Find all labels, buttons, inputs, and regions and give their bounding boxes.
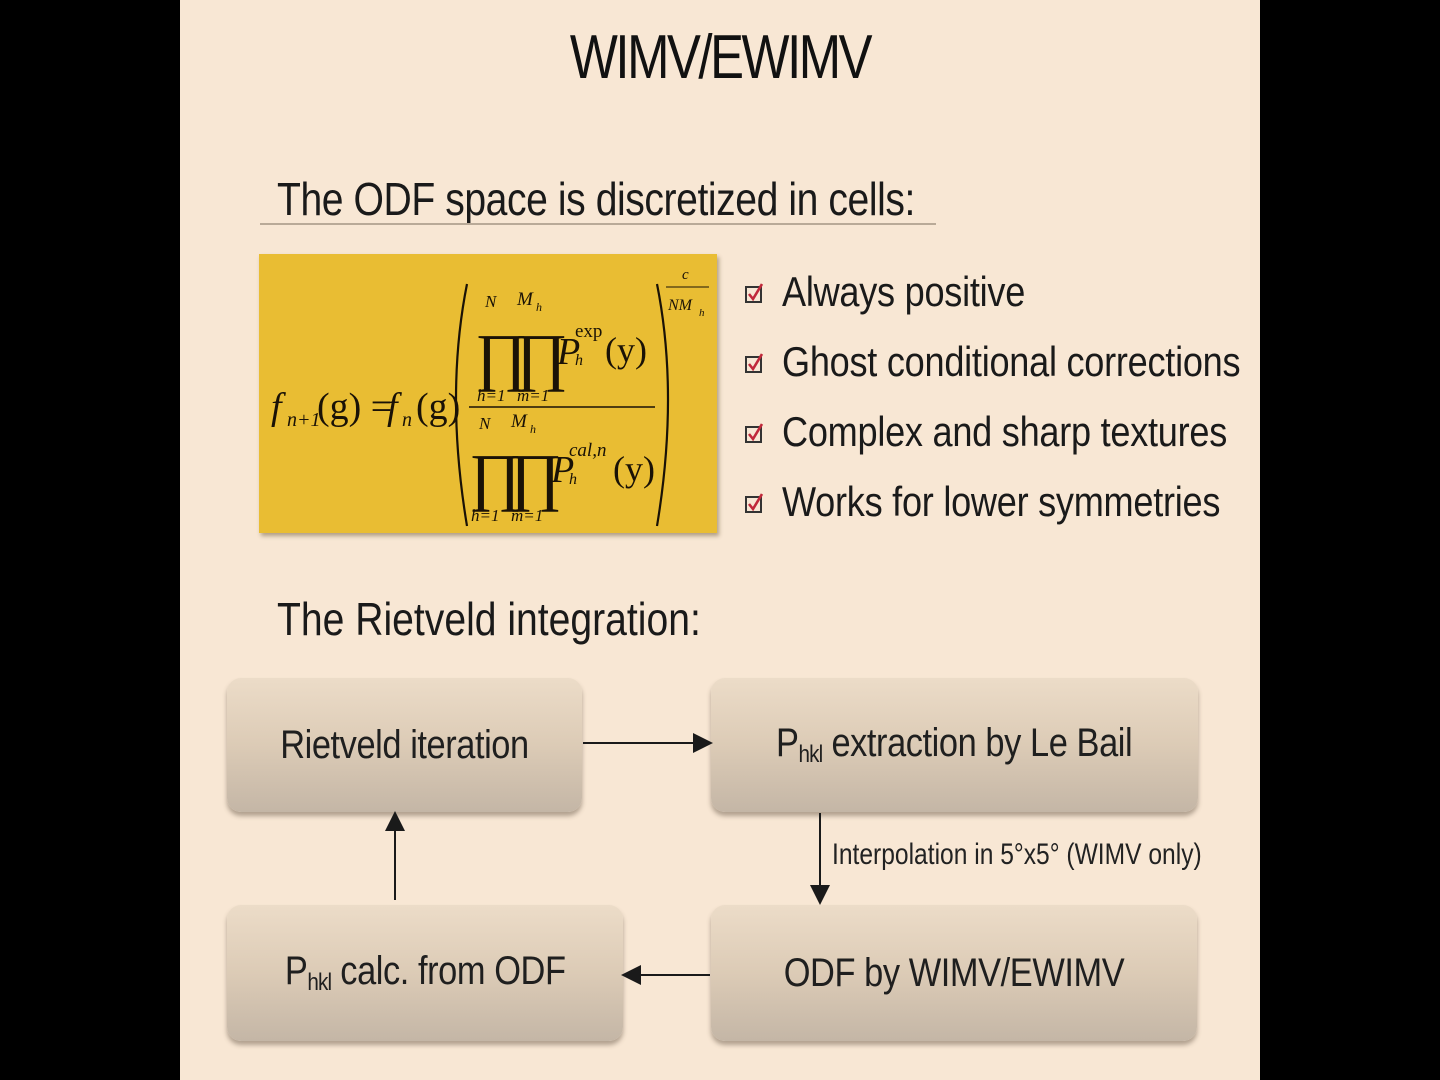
node-label-text: extraction by Le Bail bbox=[822, 721, 1133, 765]
den-upper-m-sub: h bbox=[530, 422, 536, 436]
node-label-prefix: P bbox=[284, 949, 308, 993]
node-label-prefix: P bbox=[776, 721, 799, 765]
exponent-numerator: c bbox=[682, 267, 689, 283]
den-product-h: ∏ bbox=[469, 441, 522, 512]
den-upper-n: N bbox=[478, 414, 492, 433]
slide: WIMV/EWIMV The ODF space is discretized … bbox=[180, 0, 1260, 1080]
wimv-formula: f n+1 (g) = f n (g) N M h ∏ ∏ h=1 m=1 P … bbox=[271, 267, 709, 527]
node-phkl-calc: Phkl calc. from ODF bbox=[227, 905, 623, 1041]
formula-lhs-arg: (g) = bbox=[317, 386, 392, 428]
section-heading-rietveld: The Rietveld integration: bbox=[277, 593, 701, 645]
node-rietveld-iteration: Rietveld iteration bbox=[227, 678, 582, 812]
node-label: Phkl extraction by Le Bail bbox=[776, 721, 1133, 769]
list-item: Complex and sharp textures bbox=[745, 402, 1299, 462]
list-item: Works for lower symmetries bbox=[745, 472, 1292, 532]
section-heading-odf-space: The ODF space is discretized in cells: bbox=[277, 173, 915, 225]
num-p-sub: h bbox=[575, 352, 583, 369]
node-label-subscript: hkl bbox=[307, 969, 332, 996]
node-label: Rietveld iteration bbox=[280, 722, 529, 767]
den-lower-m: m=1 bbox=[511, 506, 543, 525]
checkbox-checked-icon bbox=[745, 282, 764, 303]
num-upper-m-sub: h bbox=[536, 300, 542, 314]
num-upper-n: N bbox=[484, 292, 498, 311]
node-phkl-extraction: Phkl extraction by Le Bail bbox=[711, 678, 1198, 812]
formula-rhs-sub: n bbox=[402, 409, 412, 431]
num-product-m: ∏ bbox=[515, 321, 568, 392]
list-item: Always positive bbox=[745, 262, 1065, 322]
list-item: Ghost conditional corrections bbox=[745, 332, 1315, 392]
checkbox-checked-icon bbox=[745, 492, 764, 513]
list-item-text: Ghost conditional corrections bbox=[782, 338, 1241, 385]
right-paren bbox=[655, 283, 670, 527]
node-label-text: calc. from ODF bbox=[330, 949, 566, 993]
edge-label-interpolation: Interpolation in 5°x5° (WIMV only) bbox=[832, 838, 1202, 871]
checkbox-checked-icon bbox=[745, 352, 764, 373]
wimv-formula-box: f n+1 (g) = f n (g) N M h ∏ ∏ h=1 m=1 P … bbox=[259, 254, 717, 533]
node-odf-wimv: ODF by WIMV/EWIMV bbox=[711, 905, 1197, 1041]
node-label: ODF by WIMV/EWIMV bbox=[783, 950, 1125, 995]
num-arg: (y) bbox=[605, 330, 647, 370]
exponent-denominator-sub: h bbox=[699, 307, 705, 319]
den-upper-m: M bbox=[510, 411, 528, 432]
den-p-sup: cal,n bbox=[569, 440, 606, 461]
node-label-subscript: hkl bbox=[798, 741, 824, 768]
den-lower-h: h=1 bbox=[471, 506, 499, 525]
slide-title: WIMV/EWIMV bbox=[569, 23, 873, 92]
node-label: Phkl calc. from ODF bbox=[285, 949, 566, 997]
num-product-h: ∏ bbox=[475, 321, 528, 392]
den-p-sub: h bbox=[569, 471, 577, 488]
num-p-sup: exp bbox=[575, 321, 602, 342]
exponent-denominator: NM bbox=[667, 297, 694, 314]
num-p: P bbox=[556, 331, 580, 373]
left-paren bbox=[454, 283, 469, 527]
den-p: P bbox=[550, 449, 574, 491]
list-item-text: Works for lower symmetries bbox=[782, 478, 1221, 525]
num-lower-m: m=1 bbox=[517, 386, 549, 405]
formula-lhs-sub: n+1 bbox=[287, 409, 321, 431]
formula-rhs-arg: (g) bbox=[416, 386, 460, 428]
list-item-text: Complex and sharp textures bbox=[782, 408, 1228, 455]
list-item-text: Always positive bbox=[782, 268, 1026, 315]
flow-arrows bbox=[385, 733, 830, 985]
den-product-m: ∏ bbox=[509, 441, 562, 512]
den-arg: (y) bbox=[613, 449, 655, 489]
num-upper-m: M bbox=[516, 289, 534, 310]
checkbox-checked-icon bbox=[745, 422, 764, 443]
heading-underline bbox=[260, 223, 936, 225]
num-lower-h: h=1 bbox=[477, 386, 505, 405]
